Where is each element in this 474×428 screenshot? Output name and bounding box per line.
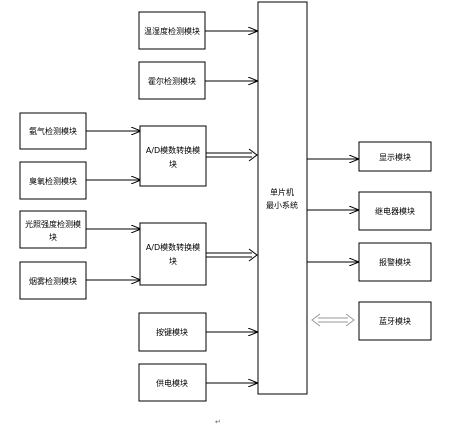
adc-1-double-arrow: [206, 148, 258, 162]
relay-label: 继电器模块: [375, 206, 415, 216]
mcu-block: 单片机 最小系统: [257, 1, 308, 395]
bluetooth-bidirectional-arrow: [311, 313, 355, 327]
keys-module: 按键模块: [138, 312, 207, 352]
ammonia-module: 氨气检测模块: [19, 112, 87, 150]
ammonia-label: 氨气检测模块: [29, 126, 77, 136]
light-label-line2: 块: [49, 232, 57, 242]
bluetooth-module: 蓝牙模块: [358, 301, 432, 341]
adc-1-label-line1: A/D模数转换模: [146, 145, 200, 155]
smoke-label: 烟雾检测模块: [29, 276, 77, 286]
alarm-label: 报警模块: [379, 257, 411, 267]
power-label: 供电模块: [156, 378, 188, 388]
hall-label: 霍尔检测模块: [148, 76, 196, 86]
mcu-label-line2: 最小系统: [266, 200, 298, 210]
temp-humidity-module: 温湿度检测模块: [138, 11, 206, 50]
mcu-label-line1: 单片机: [270, 187, 294, 197]
power-module: 供电模块: [138, 363, 207, 402]
hall-module: 霍尔检测模块: [138, 61, 206, 100]
alarm-module: 报警模块: [358, 242, 432, 282]
adc-2-label-line1: A/D模数转换模: [146, 242, 200, 252]
adc-2-double-arrow: [206, 248, 258, 262]
adc-1-label-line2: 块: [169, 159, 177, 169]
temp-humidity-label: 温湿度检测模块: [144, 26, 200, 36]
display-label: 显示模块: [379, 152, 411, 162]
ozone-label: 臭氧检测模块: [29, 176, 77, 186]
ozone-module: 臭氧检测模块: [19, 161, 87, 200]
adc-module-2: A/D模数转换模 块: [139, 222, 207, 286]
display-module: 显示模块: [358, 141, 432, 172]
bluetooth-label: 蓝牙模块: [379, 316, 411, 326]
adc-2-label-line2: 块: [169, 256, 177, 266]
light-label-line1: 光照强度检测模: [25, 219, 81, 229]
smoke-module: 烟雾检测模块: [19, 261, 87, 300]
keys-label: 按键模块: [156, 327, 188, 337]
adc-module-1: A/D模数转换模 块: [139, 125, 207, 187]
light-intensity-module: 光照强度检测模 块: [19, 210, 87, 249]
relay-module: 继电器模块: [358, 191, 432, 231]
paragraph-mark: ↵: [215, 418, 221, 426]
